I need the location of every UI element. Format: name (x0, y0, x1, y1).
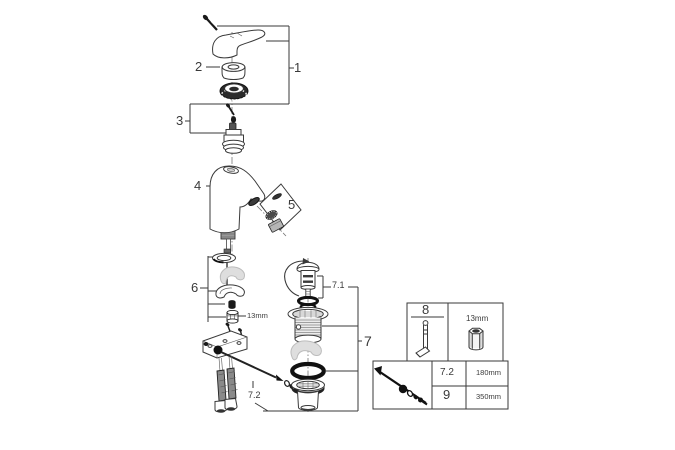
callout-1: 1 (294, 60, 302, 75)
popup-plug (296, 261, 320, 298)
callout-4: 4 (194, 178, 202, 193)
flex-hoses (214, 355, 238, 413)
callout-3: 3 (176, 113, 184, 128)
table-row2-ref: 9 (443, 387, 451, 402)
hex-nut-13mm (226, 309, 239, 324)
ghost-clamp-upper (219, 266, 245, 285)
callout-7: 7 (364, 333, 372, 349)
cartridge-ring-nut (219, 82, 249, 101)
hex-socket-drawing (468, 327, 484, 351)
crescent-clamp (215, 284, 245, 299)
callout-6: 6 (191, 280, 199, 295)
table-tool-ref: 8 (422, 302, 430, 317)
drain-body (291, 378, 325, 411)
table-socket-size: 13mm (466, 314, 489, 323)
cartridge-grub-screw (225, 103, 237, 123)
ghost-clamp-lower (290, 340, 322, 361)
callout-5: 5 (288, 197, 296, 212)
hex-nut-size-label: 13mm (247, 311, 268, 320)
faucet-body (209, 165, 266, 257)
table-row1-length: 180mm (476, 368, 502, 377)
pull-rod-drawing (374, 366, 428, 406)
handle-cap-ring (221, 62, 246, 80)
table-row2-length: 350mm (476, 392, 502, 401)
rotation-arrow (284, 258, 310, 297)
aerator-parts (265, 193, 284, 233)
drain-flange (287, 306, 329, 344)
callout-7-1: 7.1 (332, 280, 345, 290)
table-row1-ref: 7.2 (440, 367, 454, 378)
cartridge (222, 122, 245, 154)
mounting-bracket (202, 322, 248, 359)
mounting-tool-drawing (415, 320, 431, 358)
callout-2: 2 (195, 59, 203, 74)
handle-screw (202, 14, 218, 31)
rod-nut (228, 300, 236, 309)
o-ring (290, 361, 326, 381)
lever-handle (212, 29, 266, 59)
callout-7-2: 7.2 (248, 390, 261, 400)
callout-brackets (185, 25, 362, 412)
